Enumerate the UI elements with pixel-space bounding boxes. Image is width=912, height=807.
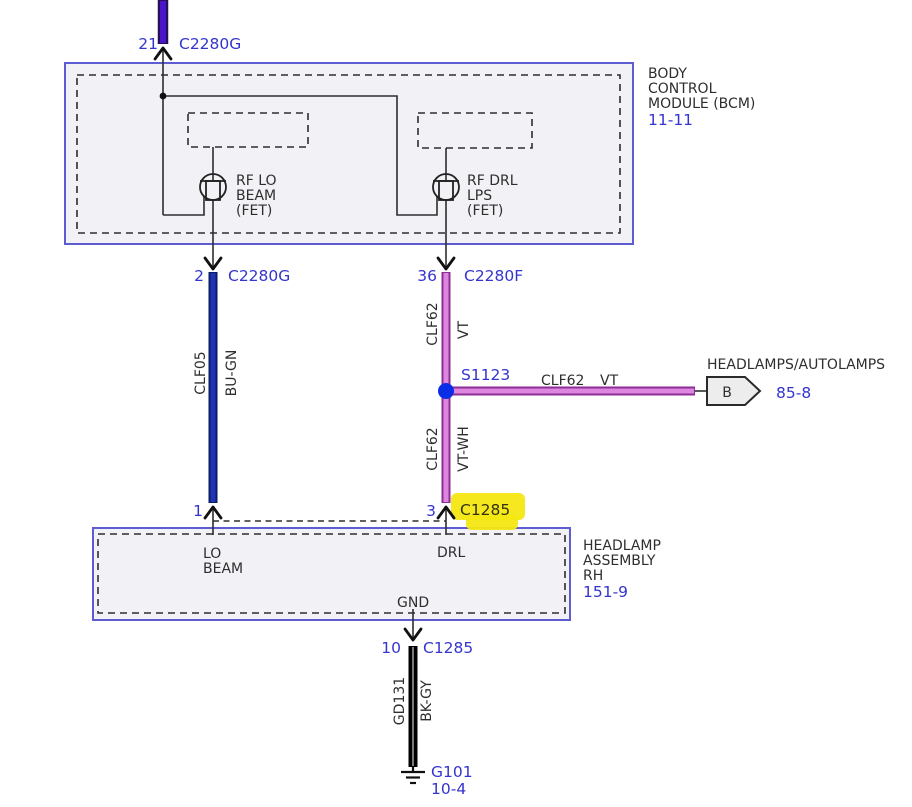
offpage-page-ref: 85-8 [776,384,811,402]
splice-dot [438,383,454,399]
fet-lo-driver-dashed-box [187,112,309,148]
bcm-feed-drl-branch [163,95,438,216]
connector-c2280g-label: C2280G [228,267,290,285]
fet-drl-label-line-1: RF DRL [467,173,518,189]
pin-3-number: 3 [426,502,436,520]
bcm-name-line-2: CONTROL [648,81,717,97]
pin-36-number: 36 [417,267,437,285]
ground-name-label: G101 [431,763,473,781]
wire-clf62-lower-circuit-label: CLF62 [425,427,441,470]
highlight-main-blob [451,493,525,520]
headlamp-inner-dashed-box [97,533,566,614]
fet-lo-label-line-1: RF LO [236,173,277,189]
pin-10-number: 10 [381,639,401,657]
wire-clf62-lower-color-label: VT-WH [456,426,472,472]
ground-symbol-icon [401,767,425,785]
pin-1-chevron [203,505,223,520]
pin-2-chevron [203,256,223,271]
connector-c1285-gnd-label: C1285 [423,639,473,657]
pin-2-arrow-icon [203,244,223,271]
lo-beam-label-line-1: LO [203,546,221,562]
bcm-internal-wiring [159,63,533,244]
wire-clf62-upper-circuit-label: CLF62 [425,302,441,345]
fet-drl-symbol-icon [432,173,460,201]
connector-c2280g-top-label: C2280G [179,35,241,53]
headlamp-name-line-3: RH [583,568,603,584]
fet-drl-driver-dashed-box [417,112,533,149]
bcm-module-box [64,62,634,245]
fet-lo-gate-rect [205,180,221,201]
fet-lo-label-line-2: BEAM [236,188,276,204]
fet-lo-label-line-3: (FET) [236,203,272,219]
pin-21-number: 21 [138,35,158,53]
headlamp-name-line-1: HEADLAMP [583,538,661,554]
bcm-feed-lo-bend [163,197,205,216]
highlight-marker [451,493,525,530]
bcm-junction-dot [159,92,167,100]
gnd-label: GND [397,595,429,611]
fet-drl-label-line-2: LPS [467,188,492,204]
headlamp-name-line-2: ASSEMBLY [583,553,656,569]
offpage-letter: B [722,385,732,401]
wire-clf62-upper-color-label: VT [456,320,472,339]
highlight-lower-blob [466,514,518,530]
pin-10-chevron [403,627,423,642]
pin-2-number: 2 [194,267,204,285]
bcm-inner-dashed-box [76,74,621,234]
headlamp-page-ref: 151-9 [583,583,628,601]
pin-10-arrow-icon [403,609,423,642]
bcm-name-line-1: BODY [648,66,687,82]
pin-36-arrow-icon [436,244,456,271]
wire-branch-color-label: VT [600,373,619,389]
lo-beam-label-line-2: BEAM [203,561,243,577]
headlamp-assembly-box [92,527,571,621]
fet-drl-gate-rect [438,180,454,201]
pin-1-number: 1 [193,502,203,520]
wire-clf05-circuit-label: CLF05 [193,351,209,394]
connector-c1285-label: C1285 [460,501,510,519]
wire-clf05-color-label: BU-GN [224,350,240,397]
offpage-connector: B [706,376,762,406]
drl-label: DRL [437,545,466,561]
splice-label: S1123 [461,366,510,384]
bcm-page-ref: 11-11 [648,111,693,129]
pin-36-chevron [436,256,456,271]
bcm-name-line-3: MODULE (BCM) [648,96,755,112]
bcm-box [64,62,634,245]
pin-21-arrow-icon [153,46,173,63]
wire-gd131-color-label: BK-GY [419,680,435,722]
connector-c2280f-label: C2280F [464,267,523,285]
fet-lo-symbol-icon [199,173,227,201]
wire-branch-circuit-label: CLF62 [541,373,584,389]
fet-drl-label-line-3: (FET) [467,203,503,219]
offpage-system-label: HEADLAMPS/AUTOLAMPS [707,357,885,373]
wire-gd131-circuit-label: GD131 [392,677,408,725]
pin-21-chevron [153,46,173,61]
ground-page-ref: 10-4 [431,780,466,798]
pin-3-chevron [436,505,456,520]
headlamp-box [92,527,571,621]
offpage-connector-shape [706,376,762,406]
